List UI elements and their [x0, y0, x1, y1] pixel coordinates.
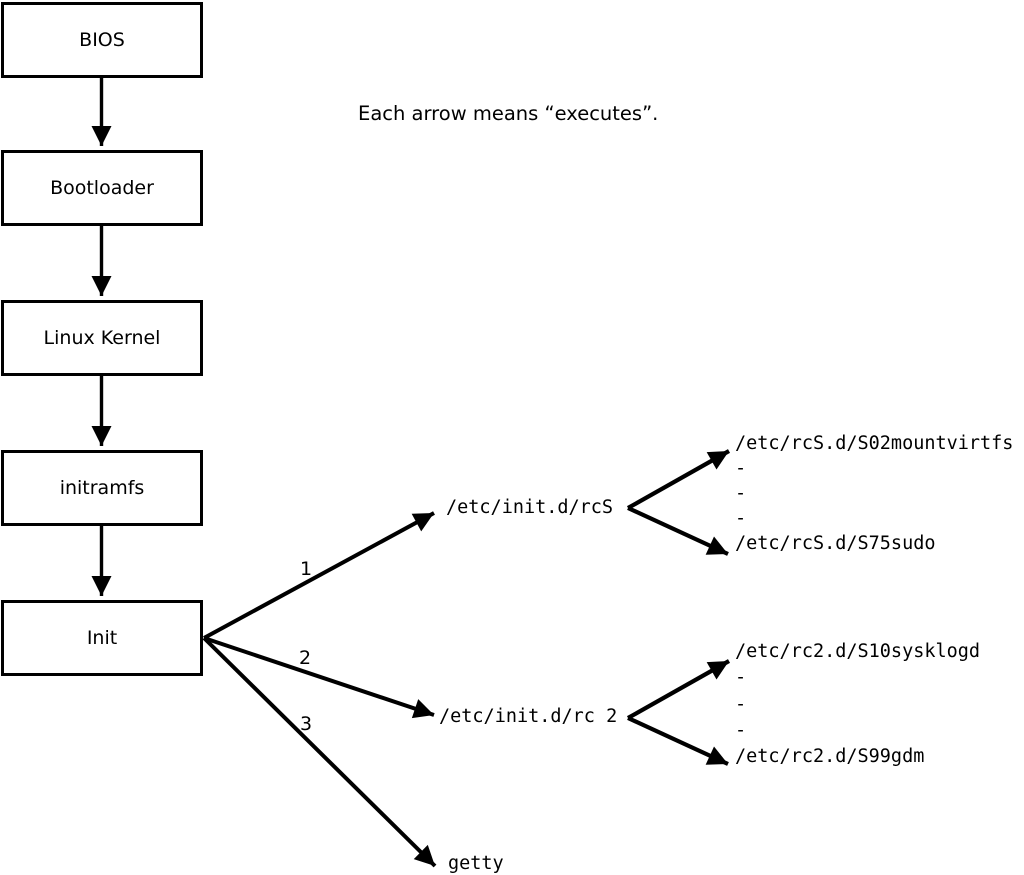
rcs-script-item: /etc/rcS.d/S02mountvirtfs: [735, 433, 1014, 454]
rc2-script-item: /etc/rc2.d/S99gdm: [735, 746, 925, 767]
box-init: Init: [1, 600, 203, 676]
box-linux-kernel: Linux Kernel: [1, 300, 203, 376]
branch-number-3: 3: [300, 713, 313, 735]
arrow-rcs-to-s02mountvirtfs: [626, 449, 731, 510]
branch-number-1: 1: [300, 558, 313, 580]
rcs-script-ellipsis: -: [735, 483, 747, 504]
arrow-rc2-to-s10sysklogd: [626, 659, 731, 720]
label-etc-init-d-rcs: /etc/init.d/rcS: [446, 497, 614, 518]
branch-number-2: 2: [299, 647, 312, 669]
box-label: Linux Kernel: [43, 326, 161, 349]
box-label: Bootloader: [50, 176, 154, 199]
arrow-init-to-rcs: [203, 511, 435, 640]
rcs-script-ellipsis: -: [735, 508, 747, 529]
label-etc-init-d-rc2: /etc/init.d/rc 2: [439, 706, 618, 727]
arrow-init-to-rc2: [203, 636, 435, 719]
arrow-rcs-to-s75sudo: [627, 506, 729, 556]
box-initramfs: initramfs: [1, 450, 203, 526]
box-label: initramfs: [59, 476, 145, 499]
box-label: Init: [86, 626, 118, 649]
rc2-script-ellipsis: -: [735, 720, 747, 741]
box-bootloader: Bootloader: [1, 150, 203, 226]
rc2-script-item: /etc/rc2.d/S10sysklogd: [735, 641, 981, 662]
arrow-init-to-getty: [202, 636, 437, 868]
arrow-rc2-to-s99gdm: [627, 716, 729, 766]
rcs-script-item: /etc/rcS.d/S75sudo: [735, 533, 936, 554]
rc2-script-ellipsis: -: [735, 667, 747, 688]
caption-arrow-meaning: Each arrow means “executes”.: [358, 102, 659, 125]
rcs-script-ellipsis: -: [735, 458, 747, 479]
box-bios: BIOS: [1, 2, 203, 78]
box-label: BIOS: [79, 28, 125, 51]
label-getty: getty: [448, 853, 504, 874]
rc2-script-ellipsis: -: [735, 694, 747, 715]
